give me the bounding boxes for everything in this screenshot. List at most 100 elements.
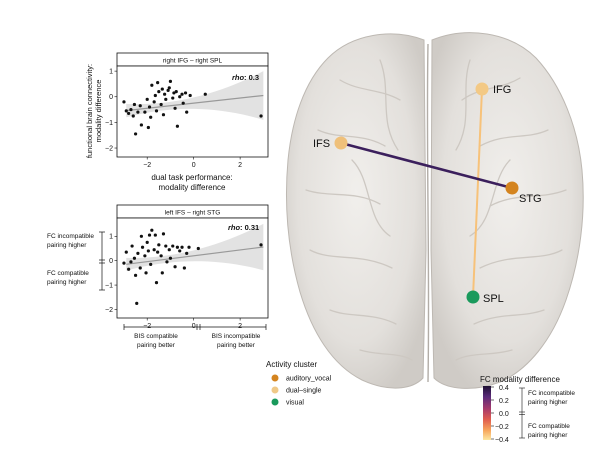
data-point <box>159 102 163 107</box>
data-point <box>138 266 142 270</box>
data-point <box>139 234 143 238</box>
data-point <box>122 261 126 265</box>
data-point <box>146 125 150 130</box>
data-point <box>164 97 168 101</box>
data-point <box>143 254 147 258</box>
data-point <box>146 249 150 253</box>
x-tick-label: 2 <box>238 323 242 330</box>
node-ifs <box>334 136 348 150</box>
y-tick-label: 1 <box>109 234 113 241</box>
legend-dot-auditory-vocal <box>271 374 279 382</box>
data-point <box>153 233 157 237</box>
y-tick-label: 0 <box>109 258 113 265</box>
top-panel-title: right IFG – right SPL <box>163 58 223 65</box>
top-panel-rho-value: : 0.3 <box>244 73 259 82</box>
data-point <box>159 254 163 258</box>
data-point <box>259 114 263 118</box>
legend-label-dual-single: dual–single <box>286 388 322 395</box>
regression-line <box>126 246 264 265</box>
colorbar-compatible-line2: pairing higher <box>528 432 568 439</box>
shared-x-axis-label-line2: modality difference <box>159 183 227 192</box>
data-point <box>132 102 137 107</box>
edge-ifs-stg <box>340 141 513 190</box>
data-point <box>174 90 178 94</box>
top-panel-plot <box>122 71 264 136</box>
edge-ifg-spl <box>472 88 483 298</box>
node-label-stg: STG <box>519 193 542 205</box>
data-point <box>143 110 147 114</box>
data-point <box>203 92 207 96</box>
data-point <box>136 251 140 255</box>
bis-compatible-label-line2: pairing better <box>137 342 176 349</box>
y-tick-label: 0 <box>109 94 113 101</box>
data-point <box>147 105 152 109</box>
legend-label-visual: visual <box>286 400 304 407</box>
data-point <box>171 96 175 100</box>
data-point <box>175 245 179 249</box>
data-point <box>147 233 152 237</box>
bottom-panel-y-ticks: 10−1−2 <box>105 234 117 314</box>
brain-edges <box>340 88 513 298</box>
data-point <box>156 81 160 85</box>
bottom-panel-rho-label: rho <box>228 223 241 232</box>
data-point <box>161 232 166 236</box>
top-y-axis-label-line1: functional brain connectivity: <box>85 64 94 158</box>
colorbar: FC modality difference 0.4 0.2 0.0 −0.2 … <box>480 375 575 444</box>
data-point <box>138 104 142 108</box>
colorbar-tick-0: 0.4 <box>499 385 509 392</box>
data-point <box>149 115 153 119</box>
top-panel-rho-label: rho <box>232 73 245 82</box>
data-point <box>173 106 177 110</box>
data-point <box>157 90 161 94</box>
colorbar-compatible-line1: FC compatible <box>528 423 570 430</box>
colorbar-incompatible-line2: pairing higher <box>528 399 568 406</box>
data-point <box>185 251 189 255</box>
data-point <box>154 281 159 285</box>
data-point <box>133 132 138 136</box>
colorbar-ticks <box>491 386 494 440</box>
top-y-axis-label-line2: modality difference <box>94 80 103 143</box>
node-spl <box>466 290 480 304</box>
x-tick-label: −2 <box>143 162 151 169</box>
brain-interhemispheric-fissure <box>426 43 430 383</box>
top-panel: right IFG – right SPL rho : 0.3 10−1−2 −… <box>105 52 269 169</box>
bis-direction-bracket <box>123 324 267 330</box>
confidence-band <box>126 71 264 120</box>
data-point <box>185 110 189 114</box>
data-point <box>124 109 128 113</box>
colorbar-incompatible-line1: FC incompatible <box>528 390 575 397</box>
x-tick-label: 2 <box>238 162 242 169</box>
colorbar-tick-3: −0.2 <box>495 424 509 431</box>
fc-incompatible-label-line1: FC incompatible <box>47 233 94 240</box>
data-point <box>153 93 157 98</box>
data-point <box>131 114 135 118</box>
data-point <box>150 83 154 87</box>
y-tick-label: −1 <box>105 120 113 127</box>
data-point <box>182 266 186 270</box>
node-label-ifg: IFG <box>493 84 511 96</box>
brain-nodes <box>334 82 519 304</box>
fc-compatible-label-line1: FC compatible <box>47 270 89 277</box>
data-point <box>161 113 166 117</box>
data-point <box>127 267 131 271</box>
shared-x-axis-label-line1: dual task performance: <box>151 173 232 182</box>
data-point <box>132 256 137 260</box>
colorbar-tick-1: 0.2 <box>499 398 509 405</box>
data-point <box>165 260 169 264</box>
data-point <box>157 243 161 247</box>
data-point <box>129 260 133 264</box>
data-point <box>149 262 153 266</box>
data-point <box>259 243 263 247</box>
x-tick-label: −2 <box>143 323 151 330</box>
activity-legend: Activity cluster auditory_vocal dual–sin… <box>266 360 332 407</box>
bis-incompatible-label-line2: pairing better <box>217 342 256 349</box>
data-point <box>154 109 159 113</box>
data-point <box>196 246 200 251</box>
brain-left-hemisphere <box>286 33 427 389</box>
data-point <box>181 101 185 105</box>
data-point <box>166 88 170 92</box>
brain-render: IFG IFS STG SPL <box>286 32 584 389</box>
